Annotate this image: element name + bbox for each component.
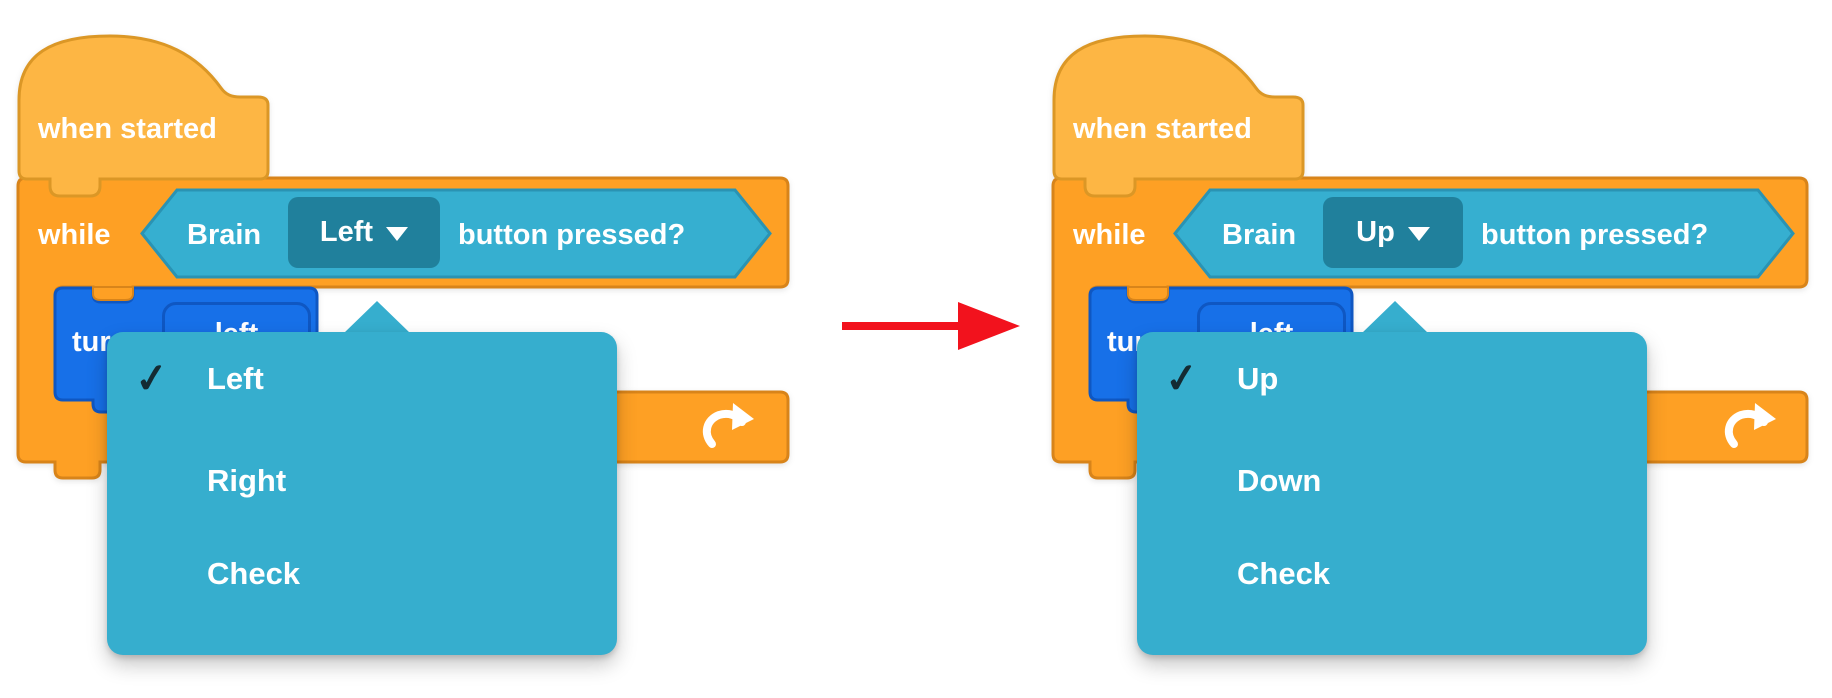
button-dropdown-value: Left xyxy=(319,216,374,248)
dropdown-menu-caret xyxy=(1362,301,1428,333)
check-icon: ✓ xyxy=(1162,355,1201,403)
notch-plug xyxy=(1127,286,1169,301)
menu-item[interactable]: ✓ Up xyxy=(1137,355,1647,410)
while-label: while xyxy=(1073,219,1146,251)
device-label: Brain xyxy=(187,219,262,251)
script-after: when started while Brain Up button press… xyxy=(1035,0,1832,698)
hat-label: when started xyxy=(1073,113,1252,145)
arrow-head-icon xyxy=(958,302,1020,350)
while-label: while xyxy=(38,219,111,251)
transition-arrow xyxy=(842,302,1022,350)
when-started-block[interactable] xyxy=(17,34,270,198)
loop-arrow-icon xyxy=(1724,403,1776,448)
dropdown-menu: ✓ Up Down Check xyxy=(1137,332,1647,655)
device-label: Brain xyxy=(1222,219,1297,251)
menu-item-label: Down xyxy=(1237,463,1322,498)
chevron-down-icon xyxy=(386,227,409,241)
arrow-shaft xyxy=(842,322,962,330)
button-dropdown-value: Up xyxy=(1356,216,1395,248)
menu-item-label: Check xyxy=(207,556,301,591)
menu-item[interactable]: Down xyxy=(1137,464,1647,512)
menu-item[interactable]: ✓ Left xyxy=(107,355,617,410)
menu-item-label: Left xyxy=(207,361,264,396)
notch-plug xyxy=(92,286,134,301)
script-before: when started while Brain Left button pre… xyxy=(0,0,820,698)
hat-label: when started xyxy=(38,113,217,145)
loop-arrow-icon xyxy=(702,403,754,448)
dropdown-menu-caret xyxy=(344,301,410,333)
button-dropdown[interactable]: Up xyxy=(1323,197,1463,268)
condition-suffix: button pressed? xyxy=(458,219,686,251)
menu-item[interactable]: Check xyxy=(1137,557,1647,605)
menu-item-label: Right xyxy=(207,463,287,498)
dropdown-menu: ✓ Left Right Check xyxy=(107,332,617,655)
button-dropdown[interactable]: Left xyxy=(288,197,440,268)
when-started-block[interactable] xyxy=(1052,34,1305,198)
condition-suffix: button pressed? xyxy=(1481,219,1709,251)
menu-item-label: Up xyxy=(1237,361,1279,396)
menu-item[interactable]: Check xyxy=(107,557,617,605)
menu-item-label: Check xyxy=(1237,556,1331,591)
chevron-down-icon xyxy=(1407,227,1430,241)
menu-item[interactable]: Right xyxy=(107,464,617,512)
check-icon: ✓ xyxy=(132,355,171,403)
